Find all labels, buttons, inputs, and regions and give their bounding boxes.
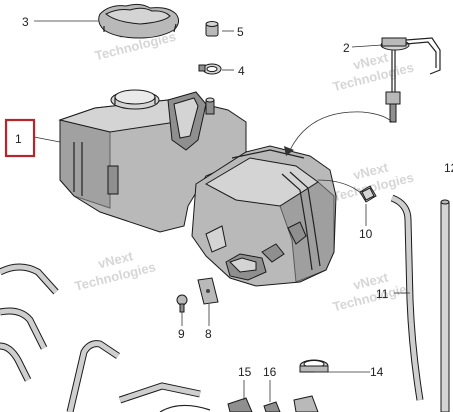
callout-1-highlight-box xyxy=(4,118,36,158)
hose-clamp xyxy=(198,63,222,75)
leader-lines xyxy=(33,20,410,402)
fuel-tank xyxy=(58,89,337,287)
callout-12: 12 xyxy=(444,161,453,175)
callout-4: 4 xyxy=(238,64,245,78)
callout-1: 1 xyxy=(15,132,22,146)
callout-14: 14 xyxy=(370,365,384,379)
strap xyxy=(299,359,329,373)
callout-10: 10 xyxy=(359,227,373,241)
callout-8: 8 xyxy=(205,327,212,341)
callout-3: 3 xyxy=(22,15,29,29)
bolt xyxy=(176,294,188,313)
callouts: 1 2 3 4 5 8 9 10 11 12 14 15 16 xyxy=(15,15,453,379)
vent-hose xyxy=(390,194,424,401)
callout-15: 15 xyxy=(238,365,252,379)
tank-fitting xyxy=(359,185,377,203)
support-rod xyxy=(440,199,450,412)
frame-tubes xyxy=(0,263,319,412)
callout-9: 9 xyxy=(178,327,185,341)
rubber-pad xyxy=(197,277,219,305)
callout-11: 11 xyxy=(376,287,389,301)
callout-16: 16 xyxy=(263,365,277,379)
arrows xyxy=(284,111,393,195)
callout-5: 5 xyxy=(237,25,244,39)
fuel-cap xyxy=(98,3,180,39)
callout-2: 2 xyxy=(343,41,350,55)
vent-cap xyxy=(205,21,219,37)
